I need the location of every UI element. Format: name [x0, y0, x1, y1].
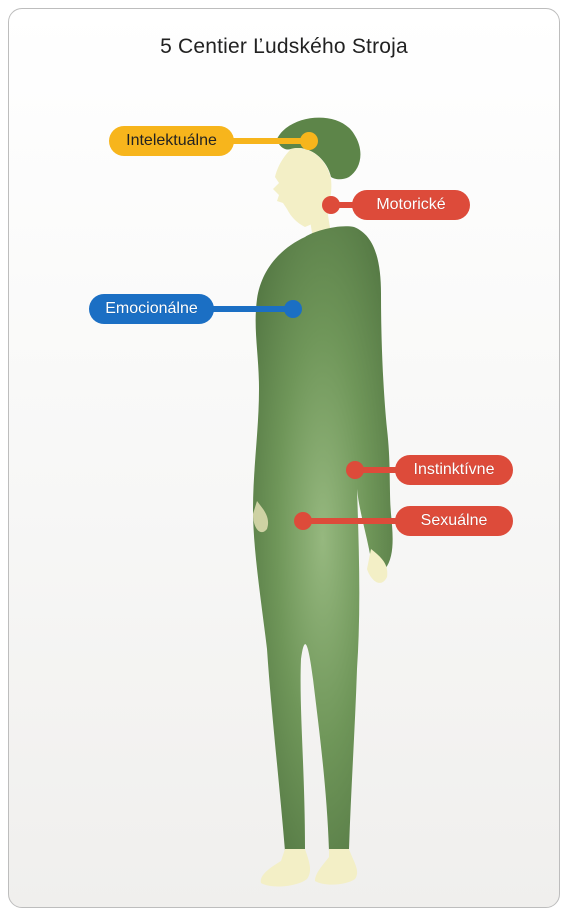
foot [261, 849, 310, 886]
label-instinctive: Instinktívne [395, 455, 513, 485]
foot [315, 849, 357, 885]
body [253, 226, 393, 851]
dot-motor [322, 196, 340, 214]
dot-sexual [294, 512, 312, 530]
dot-instinctive [346, 461, 364, 479]
dot-emotional [284, 300, 302, 318]
label-sexual: Sexuálne [395, 506, 513, 536]
dot-intellectual [300, 132, 318, 150]
label-emotional: Emocionálne [89, 294, 214, 324]
label-intellectual: Intelektuálne [109, 126, 234, 156]
human-figure [253, 118, 393, 887]
label-motor: Motorické [352, 190, 470, 220]
diagram-card: 5 Centier Ľudského Stroja [8, 8, 560, 908]
